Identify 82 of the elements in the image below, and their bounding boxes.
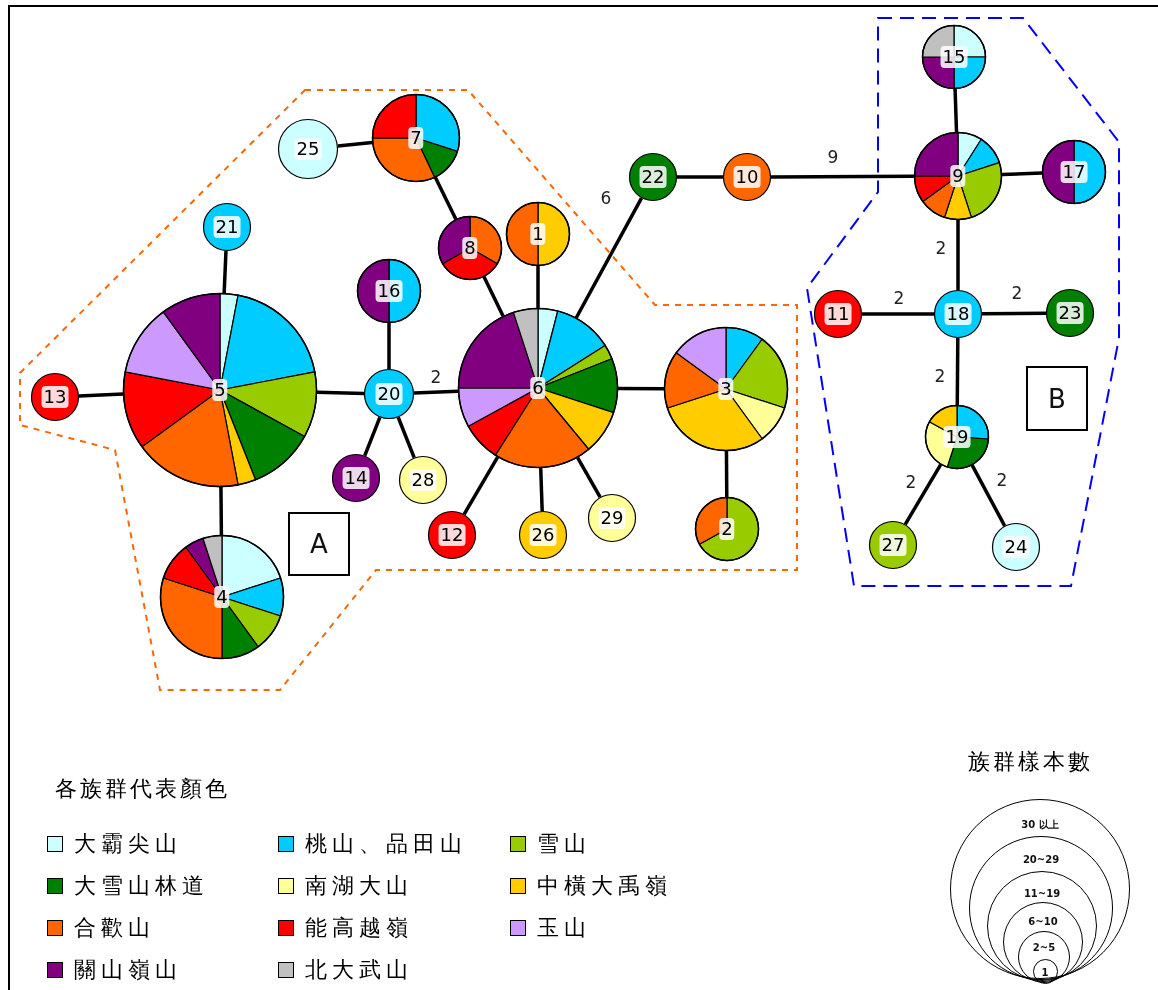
haplotype-number: 11 <box>824 303 852 325</box>
legend-label: 大雪山林道 <box>74 872 209 900</box>
haplotype-number: 4 <box>214 586 230 608</box>
connector-line <box>724 451 729 497</box>
haplotype-number: 6 <box>530 377 546 399</box>
connector-line <box>576 456 602 498</box>
legend-heading: 各族群代表顏色 <box>55 775 230 803</box>
group-letter-box <box>1026 366 1088 431</box>
haplotype-number: 19 <box>943 426 971 448</box>
connector-line <box>536 266 540 308</box>
haplotype-number: 10 <box>733 166 761 188</box>
haplotype-number: 21 <box>213 216 241 238</box>
legend-label: 北大武山 <box>305 956 413 984</box>
connector-line <box>618 386 664 391</box>
haplotype-number: 2 <box>719 518 735 540</box>
haplotype-number: 25 <box>294 138 322 160</box>
connector-line <box>462 456 500 516</box>
connector-line <box>956 220 960 290</box>
connector-line <box>982 311 1046 316</box>
legend-label: 合歡山 <box>74 914 155 942</box>
connector-line <box>396 416 416 459</box>
legend-label: 南湖大山 <box>305 872 413 900</box>
connector-line <box>363 416 382 457</box>
connector-line <box>337 140 373 148</box>
haplotype-number: 27 <box>879 534 907 556</box>
haplotype-number: 7 <box>408 127 424 149</box>
legend-label: 能高越嶺 <box>305 914 413 942</box>
legend-label: 中橫大禹嶺 <box>537 872 672 900</box>
size-label: 6~10 <box>1028 916 1058 928</box>
connector-line <box>771 174 914 179</box>
connector-line <box>574 197 644 319</box>
haplotype-number: 12 <box>438 524 466 546</box>
group-letter-box <box>288 512 350 576</box>
connector-line <box>219 487 224 535</box>
haplotype-number: 14 <box>342 467 370 489</box>
group-region <box>18 88 799 692</box>
connector-line <box>862 312 934 316</box>
group-letter: A <box>310 529 328 559</box>
legend-label: 玉山 <box>537 914 591 942</box>
haplotype-number: 28 <box>409 469 437 491</box>
haplotype-number: 5 <box>212 379 228 401</box>
size-label: 1 <box>1041 966 1049 979</box>
connector-line <box>387 323 391 369</box>
legend-label: 關山嶺山 <box>74 956 182 984</box>
haplotype-number: 13 <box>41 386 69 408</box>
group-letter: B <box>1048 383 1066 414</box>
haplotype-number: 3 <box>718 378 734 400</box>
group-region <box>805 16 1121 588</box>
haplotype-number: 18 <box>944 303 972 325</box>
connector-line <box>482 276 505 317</box>
size-label: 11~19 <box>1023 888 1061 900</box>
haplotype-number: 9 <box>950 165 966 187</box>
connector-line <box>222 250 228 294</box>
haplotype-number: 26 <box>529 524 557 546</box>
haplotype-number: 8 <box>462 237 478 259</box>
haplotype-number: 16 <box>375 280 403 302</box>
haplotype-number: 15 <box>940 46 968 68</box>
legend-label: 雪山 <box>537 830 591 858</box>
connector-line <box>955 338 960 405</box>
legend-label: 桃山、品田山 <box>305 830 467 858</box>
haplotype-number: 1 <box>530 223 546 245</box>
connector-line <box>538 467 544 512</box>
connector-line <box>953 88 959 133</box>
haplotype-number: 17 <box>1060 161 1088 183</box>
connector-line <box>413 389 459 395</box>
haplotype-number: 29 <box>598 507 626 529</box>
connector-line <box>970 464 1007 527</box>
size-label: 30 以上 <box>1021 819 1059 831</box>
connector-line <box>903 463 943 526</box>
connector-line <box>433 176 458 221</box>
haplotype-number: 24 <box>1002 536 1030 558</box>
connector-line <box>1001 171 1043 177</box>
connector-line <box>316 390 365 396</box>
connector-line <box>677 175 723 179</box>
haplotype-number: 23 <box>1056 302 1084 324</box>
size-label: 2~5 <box>1032 942 1056 954</box>
haplotype-number: 20 <box>375 383 403 405</box>
size-label: 20~29 <box>1022 854 1060 866</box>
legend-label: 大霸尖山 <box>74 830 182 858</box>
connector-line <box>78 392 124 398</box>
haplotype-number: 22 <box>639 166 667 188</box>
size-legend-heading: 族群樣本數 <box>968 748 1093 776</box>
